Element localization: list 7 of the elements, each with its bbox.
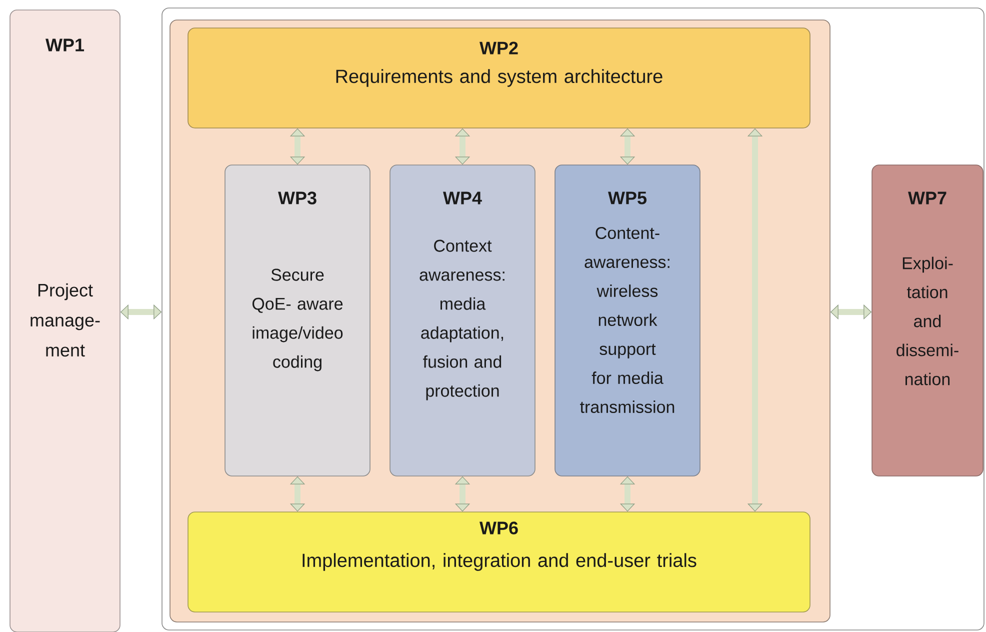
work-package-box: WP2 Requirements and system architecture — [188, 28, 810, 128]
work-package-box: WP4 Context awareness: media adaptation, fusion and protection — [390, 164, 536, 476]
work-package-box: WP5 Content- awareness: wireless network support for media transmission — [554, 164, 700, 476]
work-package-box: WP6 Implementation, integration and end-user trials — [188, 512, 810, 612]
work-package-box: WP3 Secure QoE- aware image/video coding — [224, 164, 370, 476]
work-package-box: WP7 Exploi- tation and dissemi- nation — [872, 164, 984, 476]
work-package-box: WP1 Project manage- ment — [10, 10, 120, 632]
